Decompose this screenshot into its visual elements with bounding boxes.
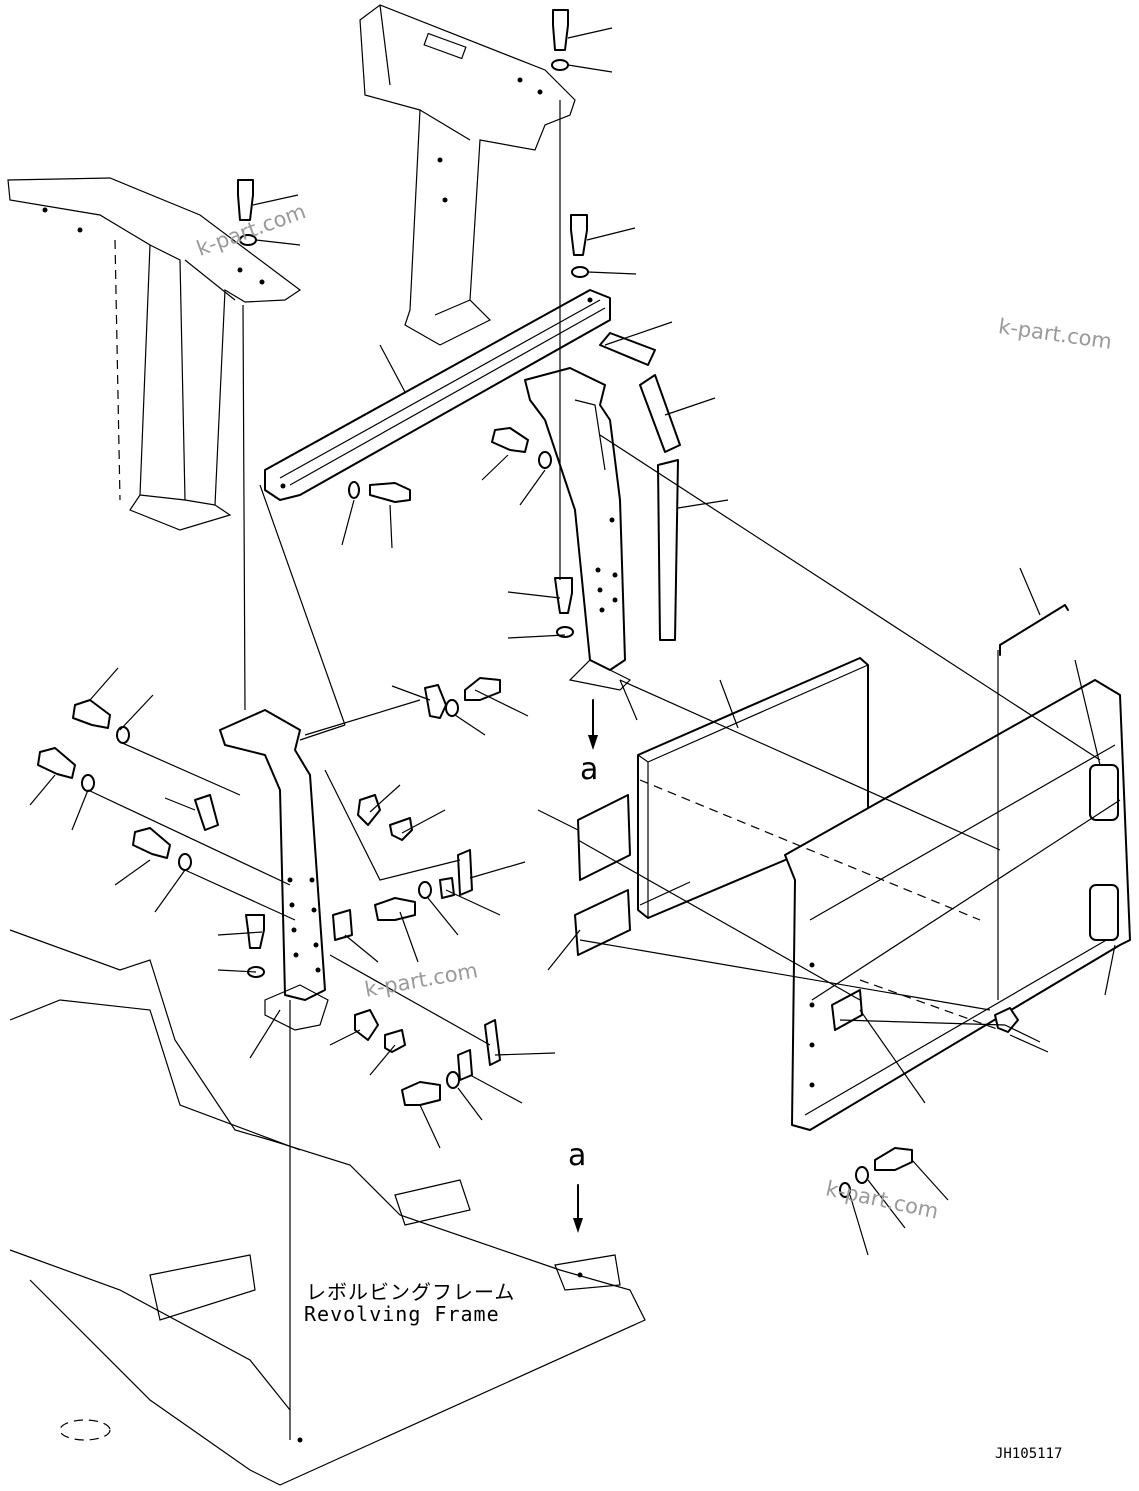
- view-marker-top: a: [580, 752, 599, 787]
- rear-frame-column-left: [7, 177, 302, 531]
- alignment-lines: [87, 100, 1121, 1440]
- drawing-code: JH105117: [995, 1446, 1063, 1462]
- view-marker-bottom: a: [568, 1138, 587, 1173]
- seal-strips: [599, 332, 681, 641]
- view-arrows: [573, 699, 598, 1233]
- rod: [999, 604, 1069, 656]
- right-post: [524, 367, 632, 691]
- insulation-panel: [574, 657, 869, 956]
- fasteners: [37, 9, 1019, 1198]
- frame-label-en: Revolving Frame: [304, 1302, 500, 1326]
- rear-frame-column-middle: [359, 4, 576, 346]
- revolving-frame: [9, 929, 646, 1486]
- callout-leaders: [29, 27, 1116, 1256]
- frame-label-jp: レボルビングフレーム: [306, 1280, 516, 1304]
- cross-bar: [264, 289, 611, 501]
- left-post: [219, 709, 329, 1031]
